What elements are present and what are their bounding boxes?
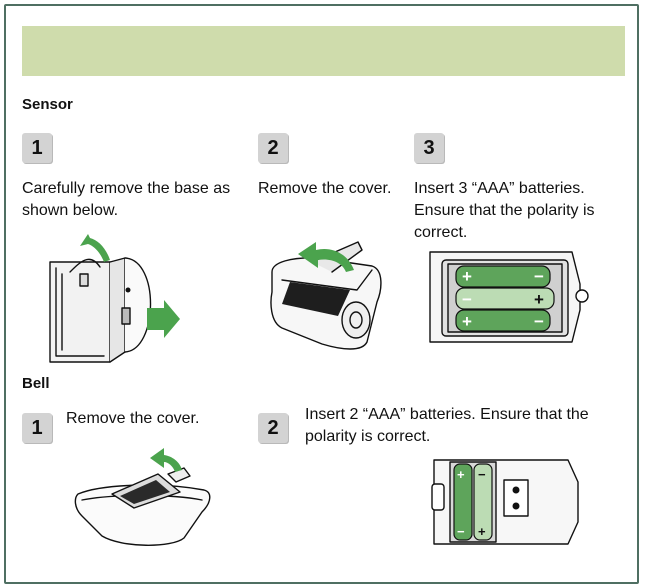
- bell-battery-2-minus: −: [478, 467, 486, 482]
- sensor-base-removal-illustration: [49, 234, 180, 363]
- battery-1-minus: −: [534, 267, 544, 286]
- section-heading-bell: Bell: [22, 375, 50, 392]
- sensor-step-3-badge: 3: [414, 133, 444, 163]
- bell-step-2-badge: 2: [258, 413, 288, 443]
- bell-step-2-text: Insert 2 “AAA” batteries. Ensure that th…: [305, 406, 589, 445]
- battery-3-minus: −: [534, 312, 544, 331]
- bell-battery-1-minus: −: [457, 524, 465, 539]
- sensor-step-2-badge: 2: [258, 133, 288, 163]
- bell-remove-cover-illustration: [74, 448, 211, 546]
- bell-battery-1-plus: +: [457, 467, 465, 482]
- battery-2-minus: −: [462, 290, 472, 309]
- sensor-remove-cover-illustration: [270, 241, 382, 350]
- bell-battery-compartment-illustration: + − − +: [431, 459, 579, 545]
- bell-step-1-text: Remove the cover.: [66, 410, 200, 427]
- bell-battery-2-plus: +: [478, 524, 486, 539]
- bell-step-1-badge: 1: [22, 413, 52, 443]
- sensor-step-1-badge: 1: [22, 133, 52, 163]
- sensor-step-2-text: Remove the cover.: [258, 180, 392, 197]
- sensor-battery-compartment-illustration: + − − + + −: [429, 251, 589, 343]
- battery-2-plus: +: [534, 290, 544, 309]
- battery-3-plus: +: [462, 312, 472, 331]
- sensor-step-1-text: Carefully remove the base as shown below…: [22, 180, 231, 219]
- header-band: [22, 26, 625, 76]
- sensor-step-3-text: Insert 3 “AAA” batteries. Ensure that th…: [414, 180, 595, 241]
- battery-1-plus: +: [462, 267, 472, 286]
- section-heading-sensor: Sensor: [22, 96, 73, 113]
